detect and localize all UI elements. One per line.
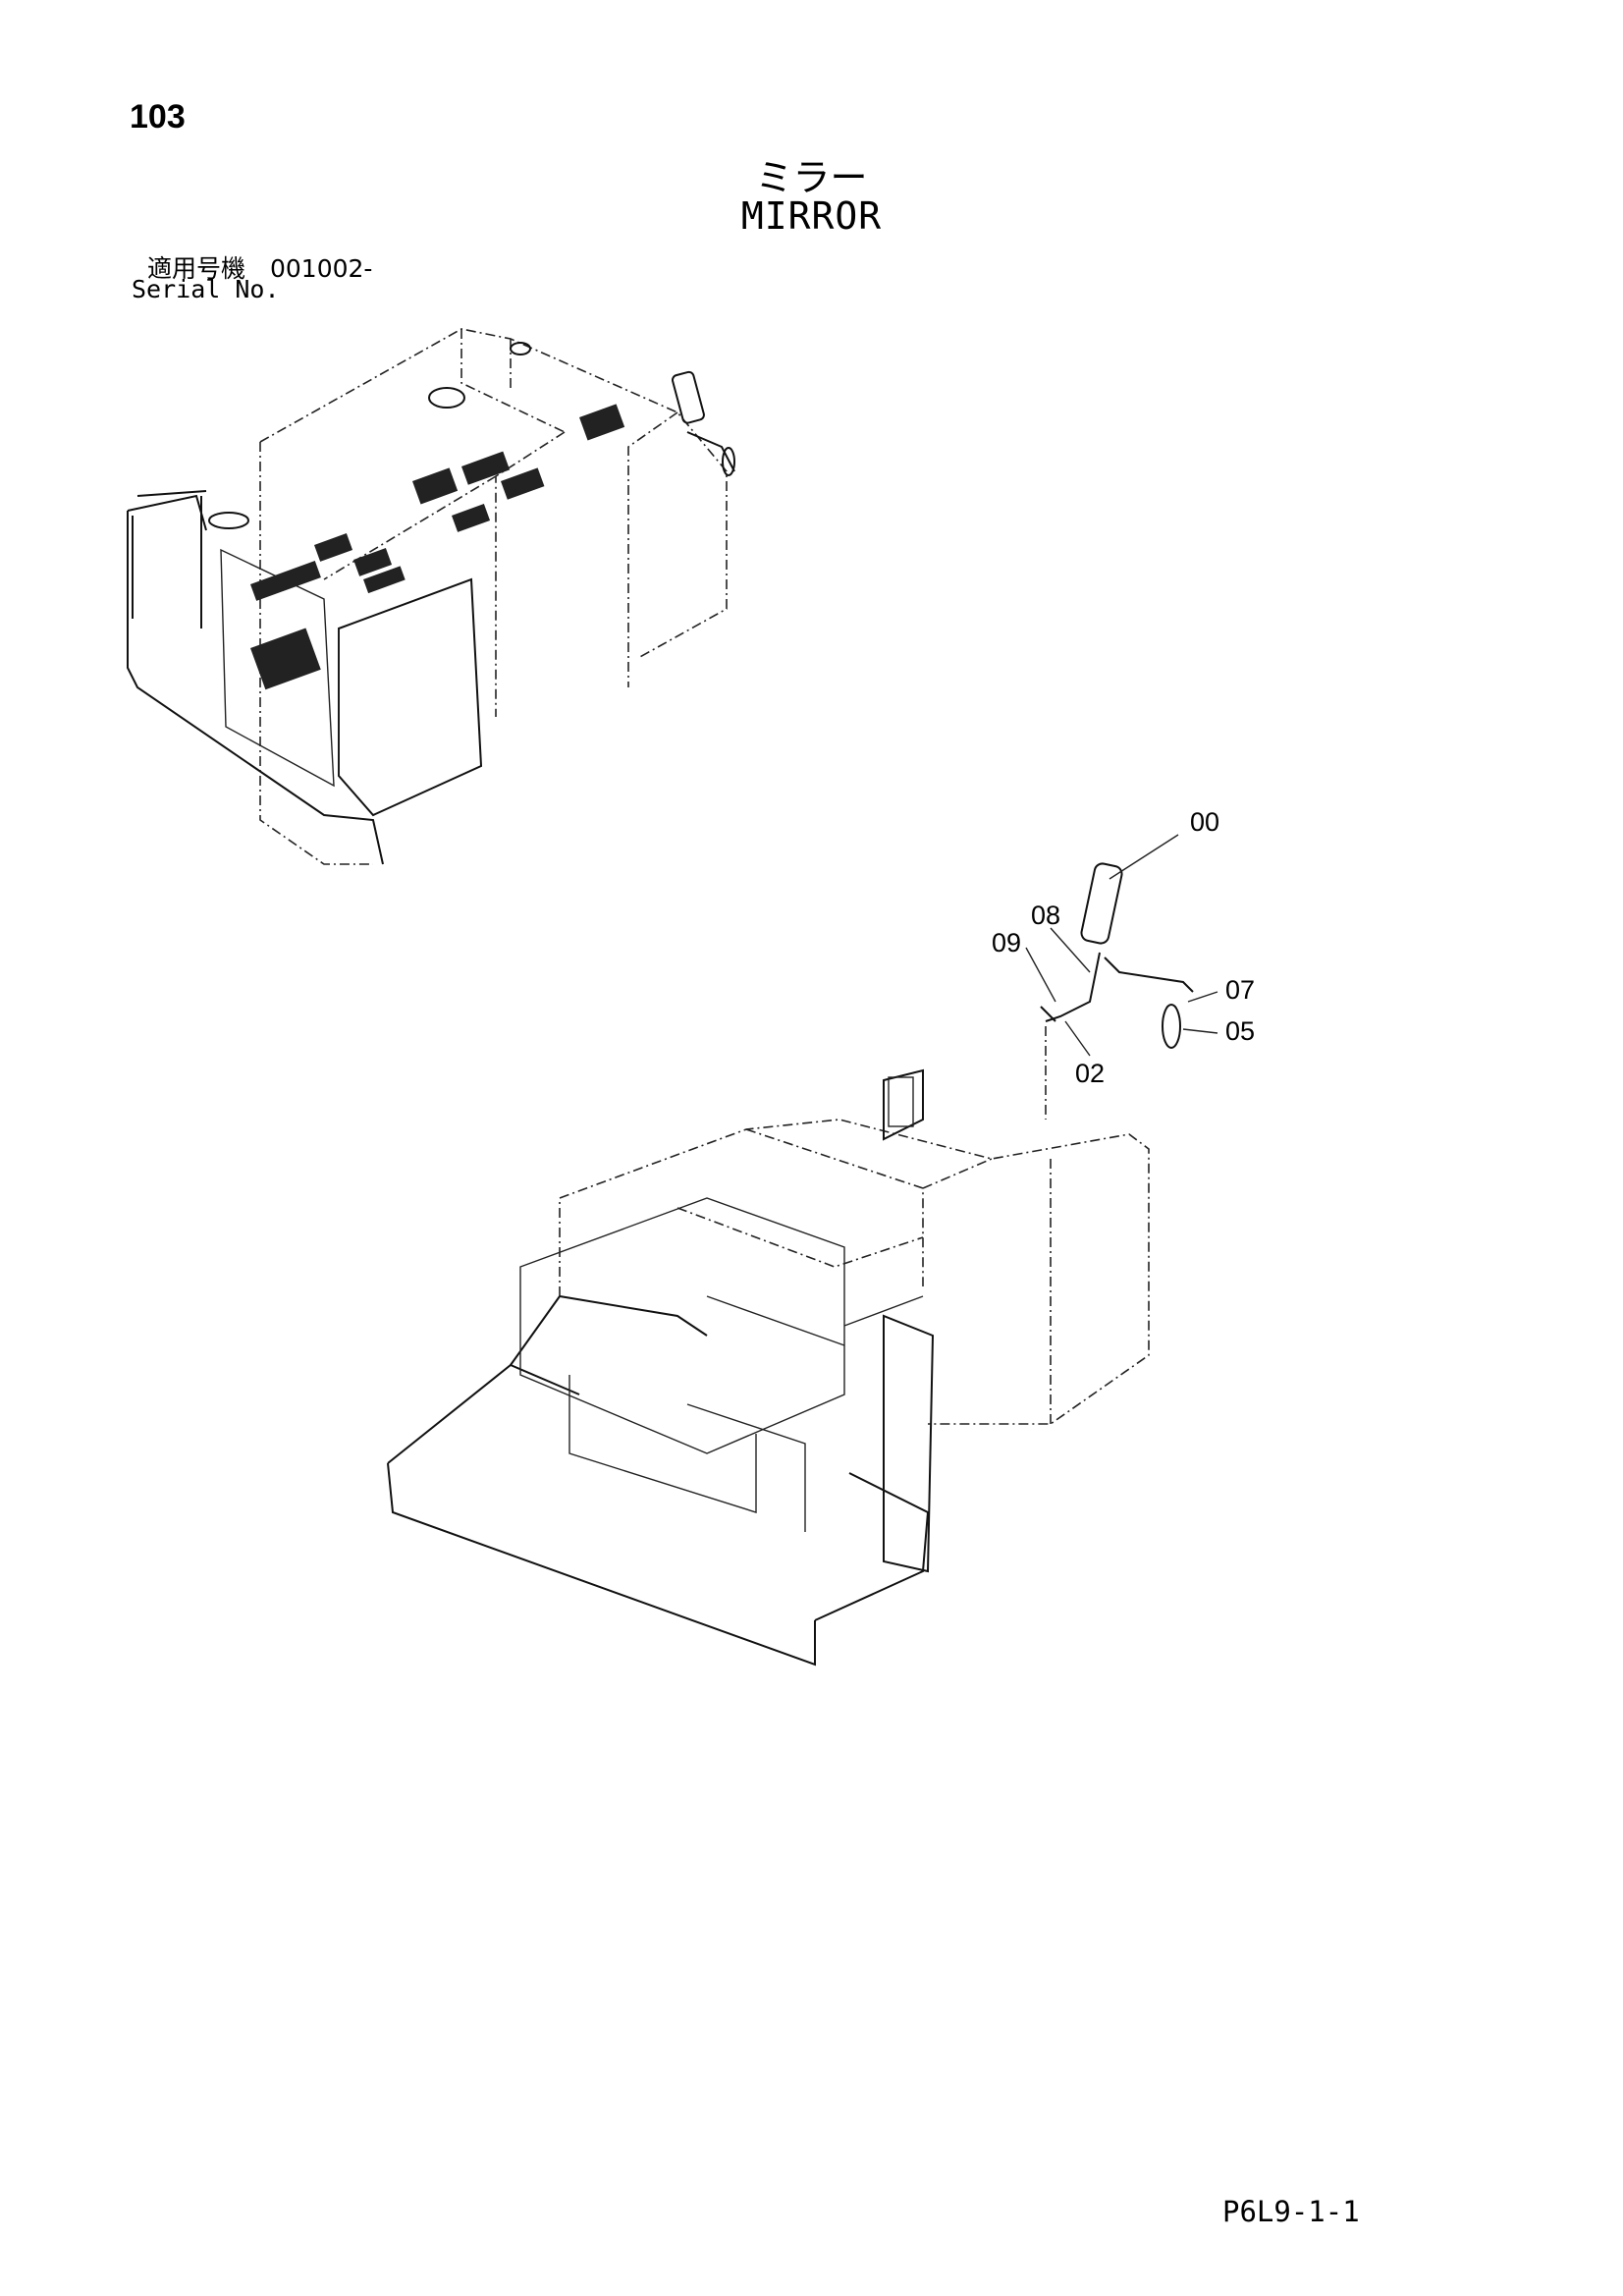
drawing-code: P6L9-1-1 <box>1222 2195 1360 2228</box>
overview-body <box>127 328 735 865</box>
serial-label-jp: 適用号機 001002- <box>147 254 373 283</box>
page-number: 103 <box>130 98 186 136</box>
callout-07: 07 <box>1225 975 1256 1005</box>
callout-08: 08 <box>1031 901 1061 930</box>
callout-09: 09 <box>992 928 1022 957</box>
page-title-jp: ミラー <box>755 156 868 199</box>
mirror-installation-drawing <box>387 834 1218 1667</box>
callout-05: 05 <box>1225 1016 1256 1046</box>
page-title-en: MIRROR <box>740 194 883 238</box>
callout-00: 00 <box>1190 807 1220 837</box>
serial-label-en: Serial No. <box>132 275 280 303</box>
callout-02: 02 <box>1075 1059 1106 1088</box>
